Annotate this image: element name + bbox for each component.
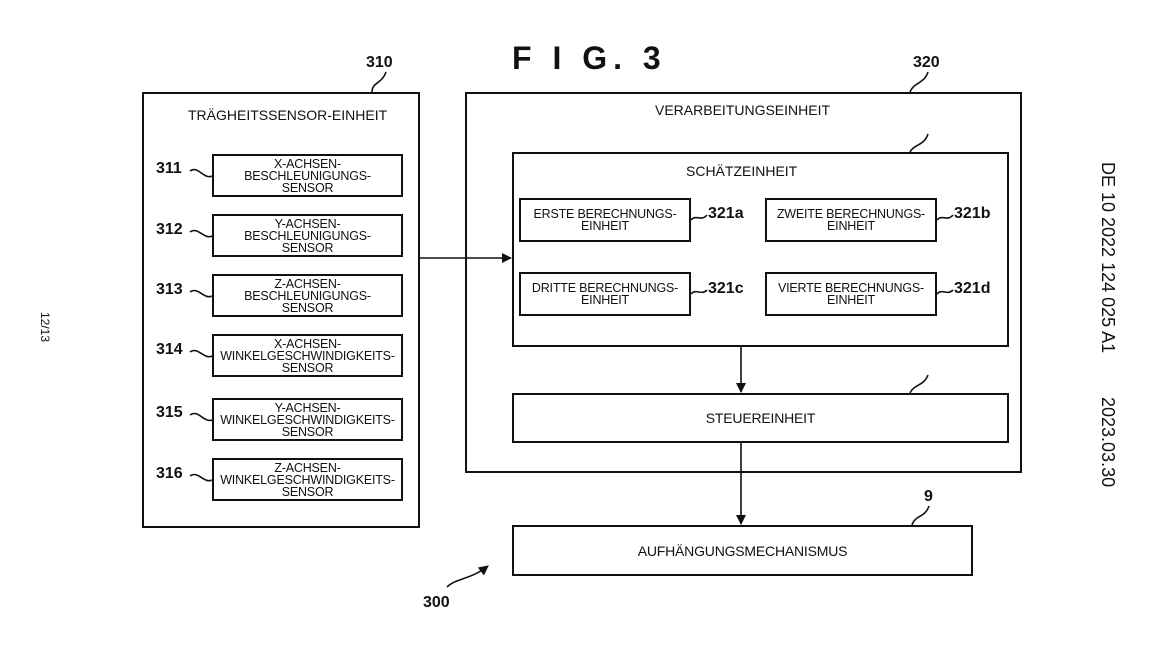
leader-line [690,289,708,295]
sensor-box: Z-ACHSEN- WINKELGESCHWINDIGKEITS- SENSOR [212,458,403,501]
leader-line [189,349,213,358]
sensor-box: X-ACHSEN- WINKELGESCHWINDIGKEITS- SENSOR [212,334,403,377]
leader-line [909,374,929,394]
calculation-unit-box: VIERTE BERECHNUNGS- EINHEIT [765,272,937,316]
leader-line [189,473,213,482]
leader-line [911,505,930,526]
control-unit-box: STEUEREINHEIT [512,393,1009,443]
leader-line [936,214,954,221]
leader-line [909,133,929,153]
leader-line [371,71,387,93]
suspension-ref: 9 [924,488,933,505]
calculation-unit-ref: 321d [954,280,991,297]
sensor-ref: 316 [156,465,183,482]
sensor-ref: 312 [156,221,183,238]
system-ref-arrow [446,565,489,588]
calculation-unit-ref: 321b [954,205,991,222]
calculation-unit-ref: 321a [708,205,744,222]
calculation-unit-box: DRITTE BERECHNUNGS- EINHEIT [519,272,691,316]
sensor-box: Z-ACHSEN- BESCHLEUNIGUNGS- SENSOR [212,274,403,317]
leader-line [690,214,708,221]
sensor-unit-ref: 310 [366,54,393,71]
suspension-box: AUFHÄNGUNGSMECHANISMUS [512,525,973,576]
figure-title: F I G. 3 [512,40,667,76]
sensor-ref: 314 [156,341,183,358]
calculation-unit-box: ERSTE BERECHNUNGS- EINHEIT [519,198,691,242]
leader-line [189,412,213,422]
leader-line [189,289,213,298]
sensor-box: X-ACHSEN- BESCHLEUNIGUNGS- SENSOR [212,154,403,197]
estimation-unit-title: SCHÄTZEINHEIT [686,163,798,179]
leader-line [936,289,954,295]
system-ref: 300 [423,594,450,611]
processing-unit-title: VERARBEITUNGSEINHEIT [655,102,831,118]
calculation-unit-box: ZWEITE BERECHNUNGS- EINHEIT [765,198,937,242]
sensor-box: Y-ACHSEN- WINKELGESCHWINDIGKEITS- SENSOR [212,398,403,441]
leader-line [189,229,213,238]
sensor-unit-title: TRÄGHEITSSENSOR-EINHEIT [188,107,388,123]
calculation-unit-ref: 321c [708,280,744,297]
sensor-ref: 315 [156,404,183,421]
leader-line [189,168,213,178]
sensor-box: Y-ACHSEN- BESCHLEUNIGUNGS- SENSOR [212,214,403,257]
processing-unit-ref: 320 [913,54,940,71]
sensor-ref: 313 [156,281,183,298]
sensor-ref: 311 [156,160,182,177]
leader-line [909,71,929,93]
